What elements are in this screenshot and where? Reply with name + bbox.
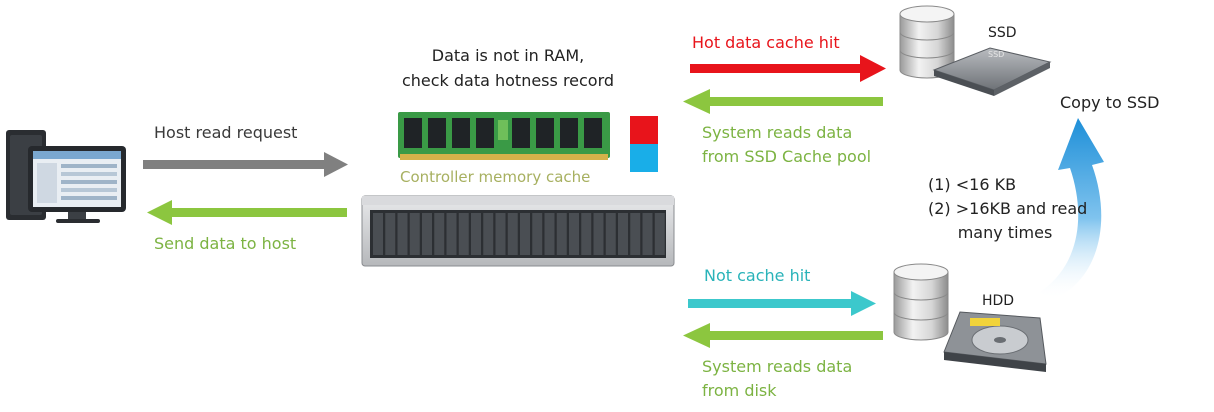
- ssd-database-icon: [899, 5, 1052, 96]
- drive-bay: [507, 213, 518, 255]
- controller-memory-cache-label: Controller memory cache: [400, 168, 591, 186]
- not-cache-hit-label: Not cache hit: [704, 266, 811, 285]
- host-computer-icon: [6, 130, 126, 223]
- send-data-to-host-label: Send data to host: [154, 234, 297, 253]
- host-read-request-arrow: [143, 152, 348, 177]
- system-reads-disk-line1: System reads data: [702, 357, 853, 376]
- drive-bay: [569, 213, 579, 255]
- hot-data-cache-hit-label: Hot data cache hit: [692, 33, 840, 52]
- drive-bay: [593, 213, 604, 255]
- ssd-label: SSD: [988, 25, 1017, 41]
- drive-bay: [544, 213, 555, 255]
- host-read-request-label: Host read request: [154, 123, 298, 142]
- drive-bay: [630, 213, 641, 255]
- drive-bay: [654, 213, 665, 255]
- drive-bay: [495, 213, 506, 255]
- drive-bay: [471, 213, 481, 255]
- condition-2-line1: (2) >16KB and read: [928, 199, 1088, 218]
- drive-bay: [520, 213, 530, 255]
- drive-bay: [446, 213, 457, 255]
- not-cache-hit-arrow: [688, 291, 876, 316]
- system-reads-disk-line2: from disk: [702, 381, 777, 400]
- hotness-record-icon: [630, 116, 658, 172]
- drive-bay: [385, 213, 396, 255]
- drive-bay: [409, 213, 420, 255]
- drive-bay: [642, 213, 653, 255]
- hot-data-cache-hit-arrow: [690, 55, 886, 82]
- drive-bay: [422, 213, 432, 255]
- drive-bay: [556, 213, 567, 255]
- drive-bay: [397, 213, 408, 255]
- condition-2-line2: many times: [957, 223, 1053, 242]
- send-data-to-host-arrow: [147, 200, 347, 225]
- drive-bay: [532, 213, 543, 255]
- hdd-label: HDD: [982, 293, 1015, 309]
- drive-bay: [434, 213, 445, 255]
- drive-bay: [605, 213, 616, 255]
- drive-bay: [618, 213, 628, 255]
- drive-bay: [458, 213, 469, 255]
- condition-1-label: (1) <16 KB: [928, 175, 1017, 194]
- hdd-database-icon: [893, 263, 1047, 372]
- drive-bay: [373, 213, 383, 255]
- ram-note-line2: check data hotness record: [401, 71, 615, 90]
- ram-note-line1: Data is not in RAM,: [431, 46, 585, 65]
- system-reads-disk-arrow: [683, 323, 883, 348]
- storage-array-icon: [361, 195, 675, 267]
- system-reads-ssd-line2: from SSD Cache pool: [702, 147, 872, 166]
- drive-bay: [581, 213, 592, 255]
- copy-to-ssd-arrow: [1040, 118, 1104, 300]
- ssd-drive-label: SSD: [988, 50, 1005, 59]
- ram-module-icon: [398, 112, 610, 160]
- system-reads-ssd-arrow: [683, 89, 883, 114]
- copy-to-ssd-label: Copy to SSD: [1060, 93, 1160, 112]
- system-reads-ssd-line1: System reads data: [702, 123, 853, 142]
- drive-bay: [483, 213, 494, 255]
